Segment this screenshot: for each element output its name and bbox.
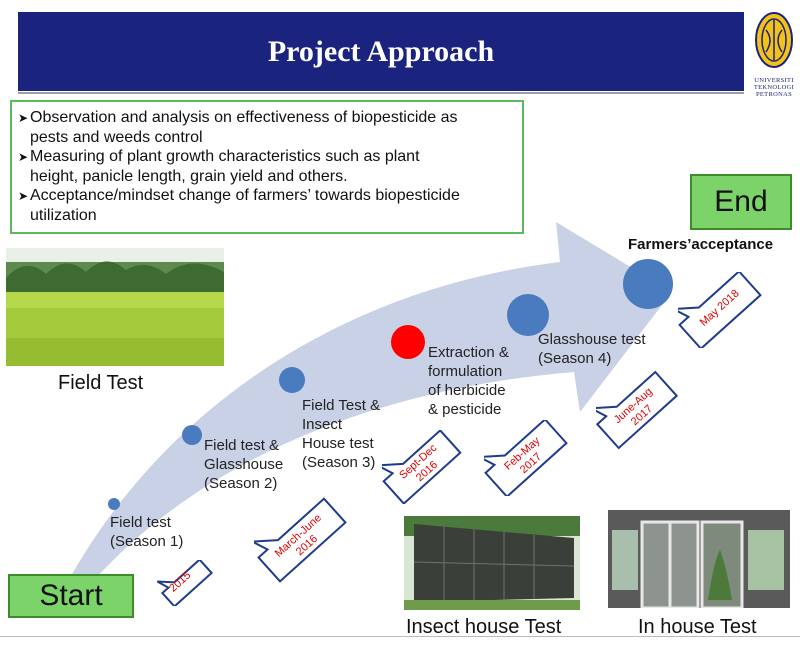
title-banner: Project Approach <box>18 12 744 91</box>
step-line: Field test <box>110 514 171 531</box>
date-callout-shape <box>373 429 462 505</box>
arrow-bullet-icon: ➤ <box>18 189 29 203</box>
objective-line: Observation and analysis on effectivenes… <box>30 109 458 126</box>
objective-line: Acceptance/mindset change of farmers’ to… <box>30 187 460 204</box>
field-test-photo <box>6 248 224 366</box>
logo-text-line-3: PETRONAS <box>756 91 792 98</box>
step-line: (Season 2) <box>204 475 278 492</box>
date-callout-shape <box>248 497 347 583</box>
step-line: Extraction & <box>428 344 509 361</box>
date-tag-1: 2015 <box>156 558 218 608</box>
objectives-box: ➤Observation and analysis on effectivene… <box>10 100 524 234</box>
step-line: Field test & <box>204 437 280 454</box>
step-line: (Season 4) <box>538 350 612 367</box>
end-box: End <box>690 174 792 230</box>
date-tag-6: May 2018 <box>669 269 762 351</box>
step-label-5: Glasshouse test (Season 4) <box>538 330 646 368</box>
step-line: Glasshouse test <box>538 331 646 348</box>
footer-divider <box>0 636 800 637</box>
timeline-dot-4 <box>391 325 425 359</box>
date-tag-3: Sept-Dec 2016 <box>373 429 462 505</box>
university-logo: UNIVERSITI TEKNOLOGI PETRONAS <box>750 10 798 98</box>
objective-item: ➤Acceptance/mindset change of farmers’ t… <box>18 186 516 225</box>
date-callout-shape <box>669 269 762 351</box>
objective-item: ➤Observation and analysis on effectivene… <box>18 108 516 147</box>
step-line: formulation <box>428 363 503 380</box>
timeline-dot-1 <box>108 498 120 510</box>
date-callout-shape <box>156 558 214 608</box>
utp-emblem-icon <box>755 12 793 68</box>
arrow-bullet-icon: ➤ <box>18 150 29 164</box>
start-label: Start <box>39 579 103 612</box>
logo-text-line-1: UNIVERSITI <box>754 77 794 84</box>
objective-line: pests and weeds control <box>30 129 203 146</box>
timeline-dot-3 <box>279 367 305 393</box>
timeline-dot-2 <box>182 425 202 445</box>
in-house-photo <box>608 510 790 608</box>
step-label-1: Field test (Season 1) <box>110 513 183 551</box>
date-tag-4: Feb-May 2017 <box>475 417 568 499</box>
objective-item: ➤Measuring of plant growth characteristi… <box>18 147 516 186</box>
insect-house-photo <box>404 516 580 610</box>
step-line: Field Test & <box>302 397 381 414</box>
end-label: End <box>714 185 768 218</box>
date-tag-5: June-Aug 2017 <box>587 370 679 450</box>
step-line: (Season 1) <box>110 533 184 550</box>
page-title: Project Approach <box>267 34 495 68</box>
date-callout-shape <box>475 417 568 499</box>
step-line: of herbicide <box>428 382 506 399</box>
step-line: (Season 3) <box>302 454 376 471</box>
insect-house-image <box>404 516 580 610</box>
arrow-bullet-icon: ➤ <box>18 111 29 125</box>
step-label-3: Field Test & Insect House test (Season 3… <box>302 396 380 472</box>
final-milestone-label: Farmers’acceptance <box>628 236 774 253</box>
start-box: Start <box>8 574 134 618</box>
step-label-4: Extraction & formulation of herbicide & … <box>428 343 509 419</box>
date-callout-shape <box>587 370 679 450</box>
timeline-dot-6 <box>623 259 673 309</box>
in-house-caption: In house Test <box>638 616 757 638</box>
date-tag-2: March-June 2016 <box>248 494 350 586</box>
title-underline <box>18 92 744 94</box>
objective-line: Measuring of plant growth characteristic… <box>30 148 420 165</box>
in-house-image <box>608 510 790 608</box>
step-line: & pesticide <box>428 401 502 418</box>
timeline-dot-5 <box>507 294 549 336</box>
field-test-caption: Field Test <box>58 372 144 394</box>
insect-house-caption: Insect house Test <box>406 616 562 638</box>
step-line: Glasshouse <box>204 456 284 473</box>
step-line: House test <box>302 435 374 452</box>
logo-text-line-2: TEKNOLOGI <box>753 84 795 91</box>
rice-field-image <box>6 248 224 366</box>
objective-line: utilization <box>30 207 97 224</box>
step-label-2: Field test & Glasshouse (Season 2) <box>204 436 283 493</box>
objective-line: height, panicle length, grain yield and … <box>30 168 348 185</box>
step-line: Insect <box>302 416 343 433</box>
